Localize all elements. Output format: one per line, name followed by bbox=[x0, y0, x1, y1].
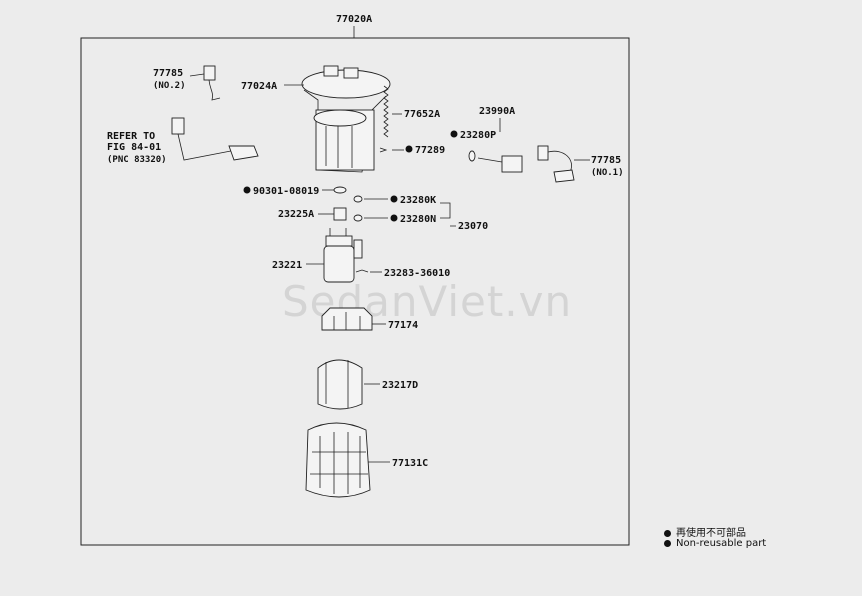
nonreusable-dot bbox=[405, 145, 413, 153]
label-90301-08019: 90301-08019 bbox=[253, 186, 319, 197]
pump-module-77024A bbox=[301, 65, 391, 173]
filter-23225A bbox=[333, 207, 347, 221]
o-ring-23280P bbox=[468, 150, 476, 162]
o-ring-23280N bbox=[353, 214, 363, 222]
label-77020A: 77020A bbox=[336, 14, 372, 25]
label-23225A: 23225A bbox=[278, 209, 314, 220]
filter-23217D bbox=[317, 359, 363, 410]
label-23280N: 23280N bbox=[400, 214, 436, 225]
nonreusable-dot bbox=[450, 130, 458, 138]
label-77174: 77174 bbox=[388, 320, 418, 331]
legend-japanese: 再使用不可部品 bbox=[664, 524, 746, 539]
spring-77652A bbox=[383, 85, 389, 138]
o-ring-90301 bbox=[333, 186, 347, 194]
bracket-23070 bbox=[440, 202, 456, 227]
o-ring-23280K bbox=[353, 195, 363, 203]
clip-23283 bbox=[355, 269, 369, 273]
label-23070: 23070 bbox=[458, 221, 488, 232]
refer-text-3: (PNC 83320) bbox=[107, 155, 167, 165]
sensor-77785-no2 bbox=[189, 65, 221, 101]
valve-23990A bbox=[477, 155, 523, 173]
legend-dot bbox=[664, 529, 671, 537]
nonreusable-dot bbox=[243, 186, 251, 194]
legend-japanese-text: 再使用不可部品 bbox=[676, 528, 746, 539]
label-77131C: 77131C bbox=[392, 458, 428, 469]
cup-77131C bbox=[305, 422, 371, 498]
label-77652A: 77652A bbox=[404, 109, 440, 120]
refer-text-2: FIG 84-01 bbox=[107, 142, 161, 153]
assembly-frame bbox=[80, 37, 630, 546]
label-77024A: 77024A bbox=[241, 81, 277, 92]
fuel-sender-gauge bbox=[171, 117, 259, 161]
clip-77289 bbox=[379, 147, 388, 153]
sensor-77785-no1 bbox=[537, 145, 575, 183]
nonreusable-dot bbox=[390, 195, 398, 203]
label-77785-no2-sub: (NO.2) bbox=[153, 81, 186, 91]
legend-dot bbox=[664, 539, 671, 547]
label-77289: 77289 bbox=[415, 145, 445, 156]
label-23221: 23221 bbox=[272, 260, 302, 271]
fuel-pump-23221 bbox=[323, 228, 363, 283]
cushion-77174 bbox=[321, 307, 373, 331]
legend-english-text: Non-reusable part bbox=[676, 538, 767, 549]
label-77785-no1: 77785 bbox=[591, 155, 621, 166]
label-23217D: 23217D bbox=[382, 380, 418, 391]
label-23280P: 23280P bbox=[460, 130, 496, 141]
label-23990A: 23990A bbox=[479, 106, 515, 117]
refer-text-1: REFER TO bbox=[107, 131, 155, 142]
label-77785-no2: 77785 bbox=[153, 68, 183, 79]
nonreusable-dot bbox=[390, 214, 398, 222]
legend-english: Non-reusable part bbox=[664, 538, 766, 549]
label-77785-no1-sub: (NO.1) bbox=[591, 168, 624, 178]
label-23283-36010: 23283-36010 bbox=[384, 268, 450, 279]
label-23280K: 23280K bbox=[400, 195, 436, 206]
